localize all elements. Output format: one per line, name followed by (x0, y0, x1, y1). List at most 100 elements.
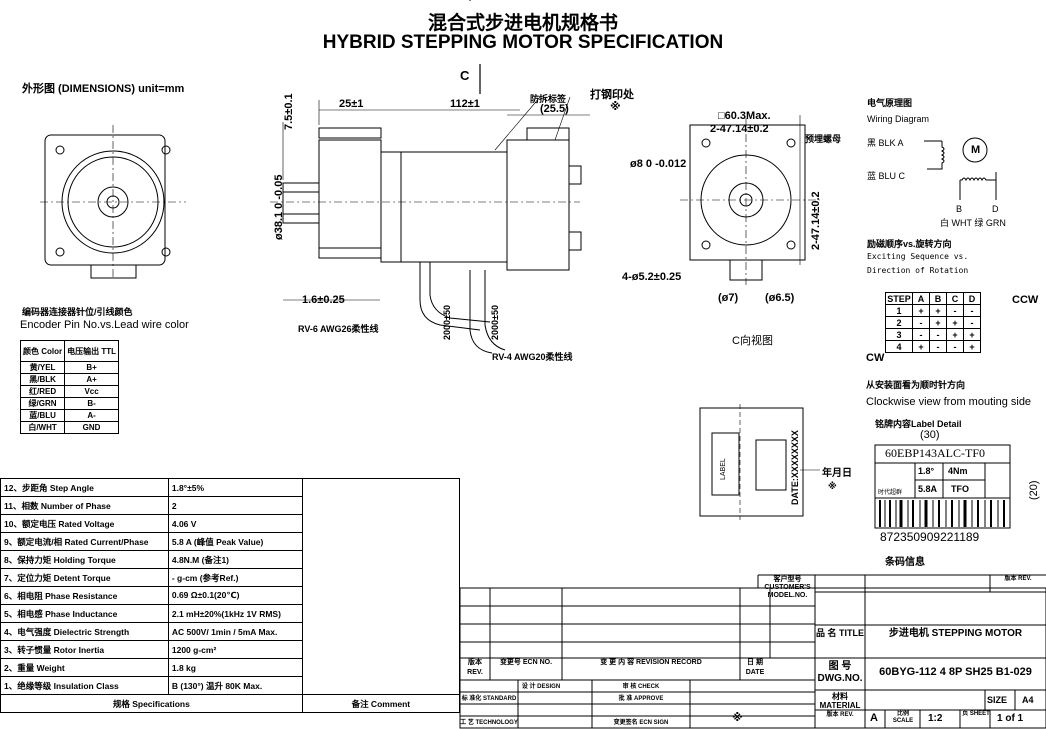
barcode-info: 条码信息 (885, 557, 925, 568)
step-cell: + (929, 316, 947, 329)
step-cell: 3 (885, 328, 913, 341)
c-view-caption: C向视图 (732, 335, 773, 347)
c-mark: C (460, 68, 470, 83)
spec-name: 6、相电阻 Phase Resistance (0, 586, 169, 605)
dim-2000a: 2000±50 (442, 305, 452, 340)
d65-dim: (ø6.5) (765, 292, 795, 304)
holes-dim: 4-ø5.2±0.25 (622, 271, 682, 283)
rev-label: 版本 REV. (826, 712, 854, 718)
technology-label: 工 艺 TECHNOLOGY (460, 720, 518, 726)
seq-en2: Direction of Rotation (867, 266, 969, 275)
seq-cn: 励磁顺序vs.旋转方向 (867, 239, 952, 249)
step-cell: 4 (885, 340, 913, 353)
dimensions-label: 外形图 (DIMENSIONS) unit=mm (22, 83, 185, 95)
spec-value: 4.06 V (167, 514, 303, 533)
dim-47a: 2-47.14±0.2 (710, 123, 769, 135)
rv6-cable: RV-6 AWG26柔性线 (298, 324, 379, 334)
step-cell: 1 (885, 304, 913, 317)
label-brand: 时代超群 (878, 490, 903, 496)
label-current: 5.8A (918, 484, 938, 494)
label-side-label: LABEL (720, 458, 727, 480)
enc-color: 红/RED (19, 385, 66, 398)
step-cell: + (946, 328, 964, 341)
step-head-1: A (912, 292, 930, 305)
spec-name: 11、相数 Number of Phase (0, 496, 169, 515)
comment-footer: 备注 Comment (301, 694, 461, 713)
cw-note-en: Clockwise view from mouting side (866, 396, 1032, 408)
sheet-label: 页 SHEET (962, 711, 990, 717)
spec-value: - g-cm (参考Ref.) (167, 568, 303, 587)
spec-name: 5、相电感 Phase Inductance (0, 604, 169, 623)
scale-label: 比例 SCALE (892, 711, 914, 724)
title-en: HYBRID STEPPING MOTOR SPECIFICATION (322, 32, 724, 53)
ecn-sign-label: 变更签名 ECN SIGN (613, 720, 669, 726)
enc-pin: GND (64, 421, 119, 434)
c-view (680, 115, 820, 285)
wiring-diagram (924, 137, 997, 200)
spec-footer: 规格 Specifications (0, 694, 303, 713)
record-col: 变 更 内 容 REVISION RECORD (600, 659, 702, 666)
step-cell: - (912, 328, 930, 341)
wire-blu: 蓝 BLU C (867, 171, 906, 181)
step-cell: + (946, 316, 964, 329)
star-mark: ※ (732, 712, 743, 724)
cw-note-cn: 从安装面看为顺时针方向 (866, 380, 966, 390)
shaft-dim: ø8 0 -0.012 (630, 158, 687, 170)
spec-name: 10、额定电压 Rated Voltage (0, 514, 169, 533)
enc-pin: Vcc (64, 385, 119, 398)
step-head-3: C (946, 292, 964, 305)
step-cell: - (946, 304, 964, 317)
wire-b: B (956, 204, 963, 214)
barcode-number: 872350909221189 (880, 530, 980, 544)
scale-value: 1:2 (928, 713, 943, 724)
step-cell: + (912, 340, 930, 353)
spec-name: 8、保持力矩 Holding Torque (0, 550, 169, 569)
spec-value: 1.8 kg (167, 658, 303, 677)
spec-value: 5.8 A (峰值 Peak Value) (167, 532, 303, 551)
rev-col: 版本 REV. (467, 659, 483, 676)
enc-pin: A+ (64, 373, 119, 386)
step-cell: + (963, 328, 981, 341)
spec-value: B (130°) 温升 80K Max. (167, 676, 303, 695)
step-cell: - (963, 304, 981, 317)
rev-top: 版本 REV. (1004, 576, 1032, 582)
enc-pin: B+ (64, 361, 119, 374)
dim-60: □60.3Max. (718, 110, 771, 122)
size-value: A4 (1022, 695, 1034, 705)
year-month: 年月日 (822, 468, 852, 479)
spec-name: 12、步距角 Step Angle (0, 478, 169, 497)
spec-name: 4、电气强度 Dielectric Strength (0, 622, 169, 641)
spec-value: AC 500V/ 1min / 5mA Max. (167, 622, 303, 641)
wire-blk: 黑 BLK A (867, 138, 904, 148)
wire-d: D (992, 204, 999, 214)
title-block-frame (459, 574, 1046, 729)
dim-47b: 2-47.14±0.2 (810, 191, 822, 250)
step-cell: - (929, 328, 947, 341)
step-table: STEP A B C D 1++-- 2-++- 3--++ 4+--+ (885, 292, 981, 353)
check-label: 审 核 CHECK (622, 684, 660, 690)
step-cell: + (912, 304, 930, 317)
stamp-label: 打钢印处 (590, 89, 634, 101)
step-cell: - (946, 340, 964, 353)
step-head-2: B (929, 292, 947, 305)
side-view (270, 0, 590, 354)
motor-symbol: M (971, 144, 981, 156)
dim-112: 112±1 (450, 98, 480, 110)
material-label: 材料 MATERIAL (819, 692, 861, 710)
enc-color: 黄/YEL (19, 361, 66, 374)
spec-name: 3、转子惯量 Rotor Inertia (0, 640, 169, 659)
cw-label: CW (866, 352, 885, 364)
seq-en1: Exciting Sequence vs. (867, 252, 969, 261)
step-cell: - (963, 316, 981, 329)
enc-pin: A- (64, 409, 119, 422)
enc-color: 绿/GRN (19, 397, 66, 410)
spec-value: 1.8°±5% (167, 478, 303, 497)
approve-label: 批 准 APPROVE (618, 696, 664, 702)
